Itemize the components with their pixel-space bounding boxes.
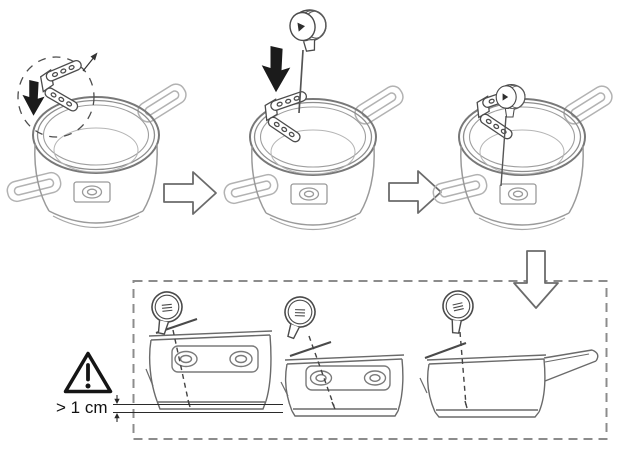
warning-icon (63, 351, 113, 394)
clip-edge-line (424, 342, 467, 359)
thermometer-probe (298, 49, 304, 114)
distance-measure-indicator (113, 395, 283, 422)
clip-icon (262, 89, 313, 148)
pot-example-low-casserole (275, 291, 405, 417)
probe-dashed-line (172, 329, 190, 405)
detail-zoom-circle-icon (17, 56, 95, 138)
pot-example-saucepan (419, 288, 599, 418)
step-3-thermometer-mounted (430, 81, 617, 231)
thermometer-dial (287, 7, 331, 54)
press-down-arrow-icon (22, 80, 45, 116)
thermometer-icon (439, 288, 476, 336)
thermometer-icon (275, 291, 321, 344)
thermometer-icon (145, 288, 186, 338)
press-down-arrow-icon (261, 46, 291, 93)
swing-direction-arrow-icon (82, 52, 98, 72)
probe-dashed-line (308, 335, 335, 407)
pot-illustration (430, 81, 617, 231)
pot-illustration (221, 81, 408, 231)
probe-dashed-line (459, 331, 467, 406)
thermometer-probe (500, 115, 507, 187)
pot-example-roaster (145, 288, 273, 410)
step-2-insert-thermometer (221, 7, 408, 231)
clip-edge-line (289, 341, 332, 357)
thermometer-dial (495, 83, 526, 118)
min-distance-label: > 1 cm (56, 398, 108, 417)
step-1-attach-clip (4, 52, 191, 229)
saucepan-handle (543, 349, 599, 382)
step-arrow-right-icon (163, 171, 217, 215)
flow-arrow-down-icon (513, 250, 559, 309)
